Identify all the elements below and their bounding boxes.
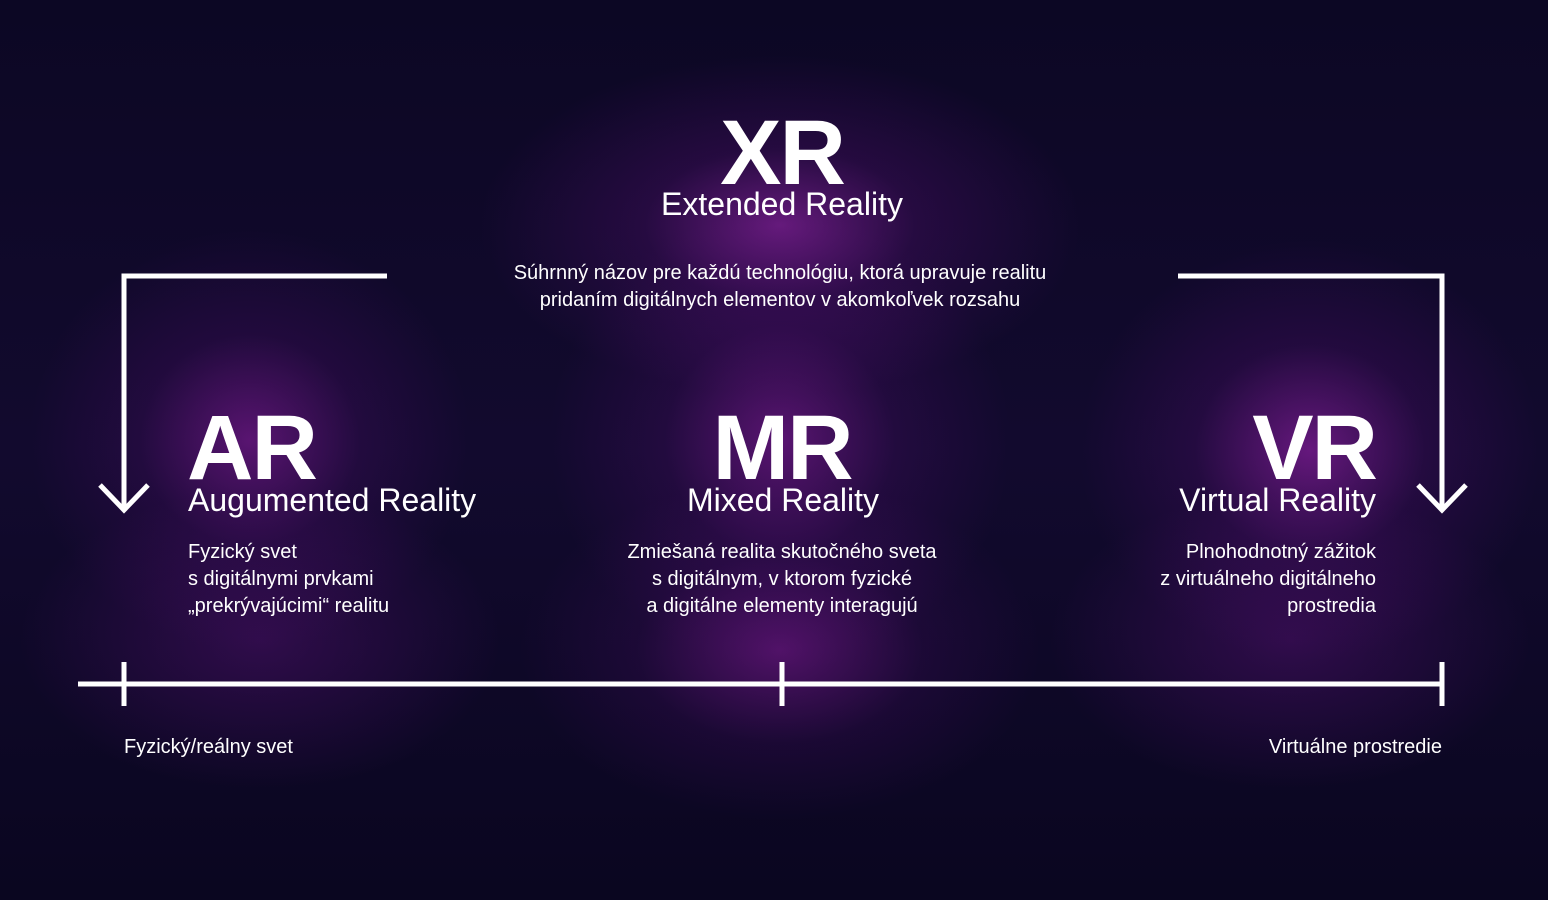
ar-abbr: AR	[187, 397, 318, 499]
vr-description-line-2: z virtuálneho digitálneho	[1160, 568, 1376, 590]
mr-description-line-3: a digitálne elementy interagujú	[646, 595, 918, 617]
xr-abbr: XR	[720, 102, 846, 204]
right-bracket-line	[1178, 273, 1445, 510]
ar-description-line-2: s digitálnymi prvkami	[188, 568, 374, 590]
mr-abbr: MR	[712, 397, 853, 499]
xr-description-line-2: pridaním digitálnych elementov v akomkoľ…	[539, 289, 1021, 311]
axis-label-virtual: Virtuálne prostredie	[1268, 736, 1442, 758]
mr-description: Zmiešaná realita skutočného sveta s digi…	[0, 539, 1548, 620]
xr-description-line-1: Súhrnný názov pre každú technológiu, kto…	[513, 262, 1047, 284]
mr-description-line-2: s digitálnym, v ktorom fyzické	[651, 568, 913, 590]
vr-abbr: VR	[1252, 397, 1378, 499]
vr-description-line-3: prostredia	[1287, 595, 1376, 617]
vr-name: Virtual Reality	[1179, 482, 1376, 518]
vr-description-line-1: Plnohodnotný zážitok	[1185, 541, 1376, 563]
xr-description: Súhrnný názov pre každú technológiu, kto…	[0, 260, 1548, 314]
ar-name: Augumented Reality	[188, 482, 477, 518]
left-arrowhead	[98, 483, 150, 514]
ar-description-line-1: Fyzický svet	[188, 541, 297, 563]
right-arrowhead	[1416, 483, 1468, 514]
ar-description-line-3: „prekrývajúcimi“ realitu	[188, 595, 390, 617]
axis-label-physical: Fyzický/reálny svet	[124, 736, 293, 758]
xr-name: Extended Reality	[661, 186, 903, 222]
mr-name: Mixed Reality	[686, 482, 880, 518]
ar-description: Fyzický svet s digitálnymi prvkami „prek…	[188, 539, 389, 620]
vr-description: Plnohodnotný zážitok z virtuálneho digit…	[1160, 539, 1376, 620]
mr-description-line-1: Zmiešaná realita skutočného sveta	[627, 541, 937, 563]
left-bracket-line	[121, 273, 387, 510]
